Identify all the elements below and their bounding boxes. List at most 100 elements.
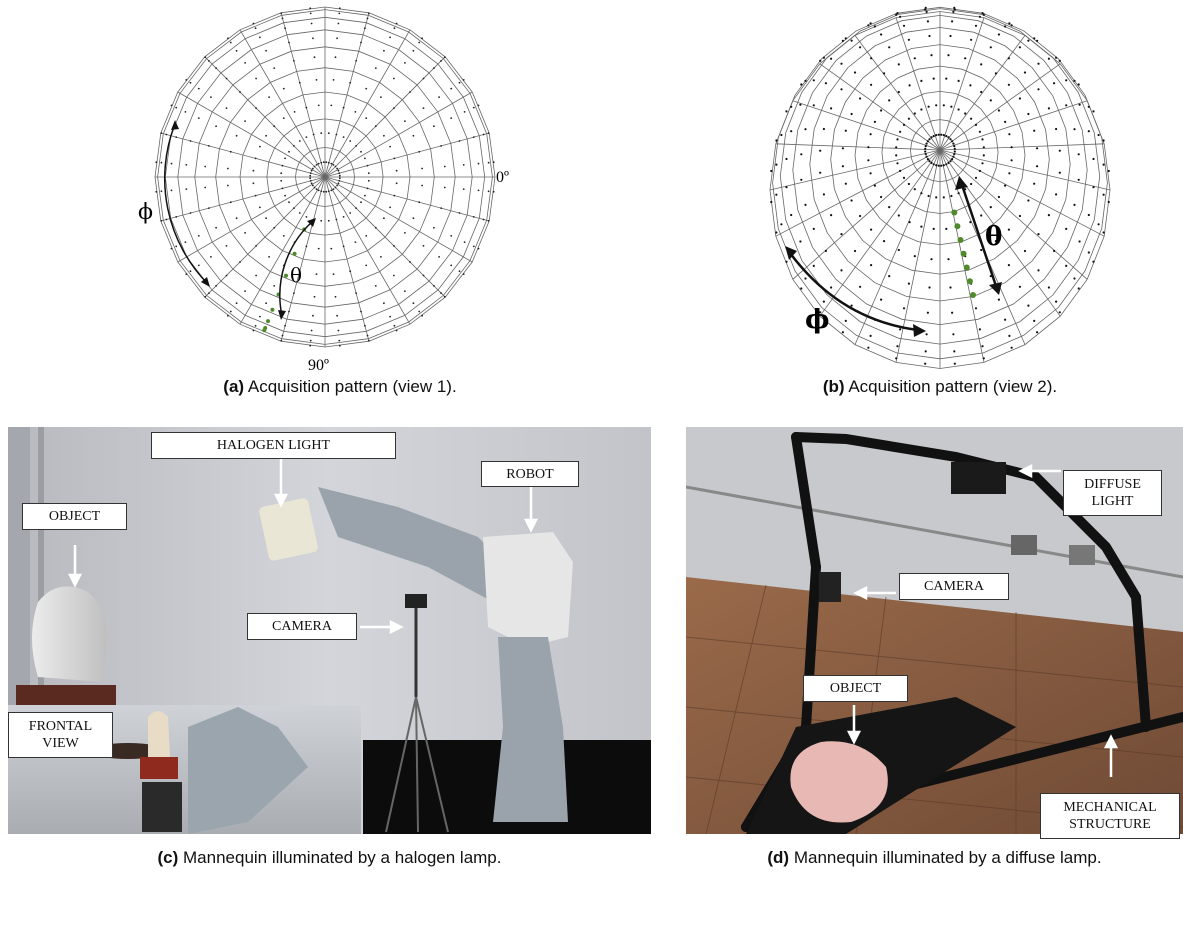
sample-dot <box>844 182 847 185</box>
sample-dot <box>364 324 366 327</box>
sample-dot <box>896 12 899 15</box>
sample-dot <box>337 169 340 172</box>
highlight-dot <box>284 273 288 278</box>
sample-dot <box>1004 318 1007 321</box>
sample-dot <box>924 8 927 11</box>
sample-dot <box>974 307 978 310</box>
sample-dot <box>170 104 173 107</box>
sample-dot <box>841 147 844 150</box>
sample-dot <box>255 107 257 109</box>
sample-dot <box>1092 157 1095 161</box>
sample-dot <box>458 270 461 273</box>
sample-dot <box>902 176 906 179</box>
sample-dot <box>338 12 341 15</box>
sample-dot <box>210 96 212 98</box>
sample-dot <box>313 56 316 59</box>
sample-dot <box>280 12 283 15</box>
sample-dot <box>927 194 930 198</box>
sample-dot <box>799 240 802 243</box>
sample-dot <box>945 163 948 166</box>
sample-dot <box>477 104 480 107</box>
sample-dot <box>841 331 844 334</box>
grid-spoke <box>819 63 941 151</box>
sample-dot <box>888 275 891 278</box>
sample-dot <box>883 72 886 75</box>
sample-dot <box>170 162 173 165</box>
sample-dot <box>282 87 285 90</box>
sample-dot <box>982 13 985 16</box>
sample-dot <box>1018 46 1021 49</box>
sample-dot <box>1107 200 1110 204</box>
sample-dot <box>450 264 453 267</box>
highlight-dot <box>966 278 973 285</box>
sample-dot <box>902 307 906 310</box>
sample-dot <box>487 161 490 164</box>
sample-dot <box>155 161 158 164</box>
sample-dot <box>443 186 446 189</box>
sample-dot <box>409 261 411 263</box>
sample-dot <box>895 154 898 157</box>
sample-dot <box>1008 22 1011 25</box>
grid-spoke <box>939 149 1105 237</box>
sample-dot <box>812 227 815 230</box>
sample-dot <box>360 310 362 313</box>
sample-dot <box>850 39 853 42</box>
sample-dot <box>997 33 1000 36</box>
sample-dot <box>932 77 935 80</box>
sample-dot <box>980 214 983 217</box>
sample-dot <box>380 256 382 258</box>
sample-dot <box>953 362 956 365</box>
sample-dot <box>342 216 345 218</box>
sample-dot <box>930 258 933 261</box>
sample-dot <box>462 79 465 81</box>
sample-dot <box>393 107 395 109</box>
sample-dot <box>288 41 290 44</box>
sample-dot <box>293 292 295 294</box>
grid-spoke <box>324 176 490 222</box>
sample-dot <box>964 112 967 115</box>
sample-dot <box>981 12 984 15</box>
sample-dot <box>208 145 210 147</box>
sample-dot <box>204 165 207 168</box>
sample-dot <box>1037 62 1040 65</box>
sample-dot <box>288 310 290 313</box>
sample-dot <box>859 97 862 100</box>
sample-dot <box>932 135 935 138</box>
sample-dot <box>327 190 330 193</box>
sample-dot <box>908 221 911 224</box>
sample-dot <box>342 136 345 139</box>
sample-dot <box>315 273 318 275</box>
grid-spoke <box>792 100 941 151</box>
sample-dot <box>208 292 210 294</box>
sample-dot <box>926 20 929 23</box>
sample-dot <box>1010 346 1013 349</box>
sample-dot <box>989 46 992 49</box>
sample-dot <box>367 339 370 342</box>
sample-dot <box>1007 228 1010 231</box>
sample-dot <box>902 123 906 126</box>
sample-dot <box>1077 153 1080 156</box>
sample-dot <box>974 24 978 27</box>
sample-dot <box>830 57 833 60</box>
sample-dot <box>281 334 284 337</box>
sample-dot <box>422 77 425 80</box>
sample-dot <box>897 214 900 217</box>
sample-dot <box>926 140 929 143</box>
sample-dot <box>310 329 313 332</box>
label-camera: CAMERA <box>247 613 357 640</box>
sample-dot <box>899 15 902 18</box>
sample-dot <box>185 164 188 166</box>
sample-dot <box>1097 133 1100 137</box>
sample-dot <box>1077 287 1080 290</box>
sample-dot <box>1055 56 1058 59</box>
sample-dot <box>225 77 228 80</box>
highlight-dot <box>262 328 267 333</box>
sample-dot <box>239 91 241 93</box>
phi-symbol: ϕ <box>805 305 829 335</box>
sample-dot <box>1037 269 1040 272</box>
sample-dot <box>393 27 396 30</box>
sample-dot <box>282 117 285 119</box>
sample-dot <box>908 84 911 87</box>
sample-dot <box>1087 251 1090 254</box>
sample-dot <box>822 127 825 131</box>
